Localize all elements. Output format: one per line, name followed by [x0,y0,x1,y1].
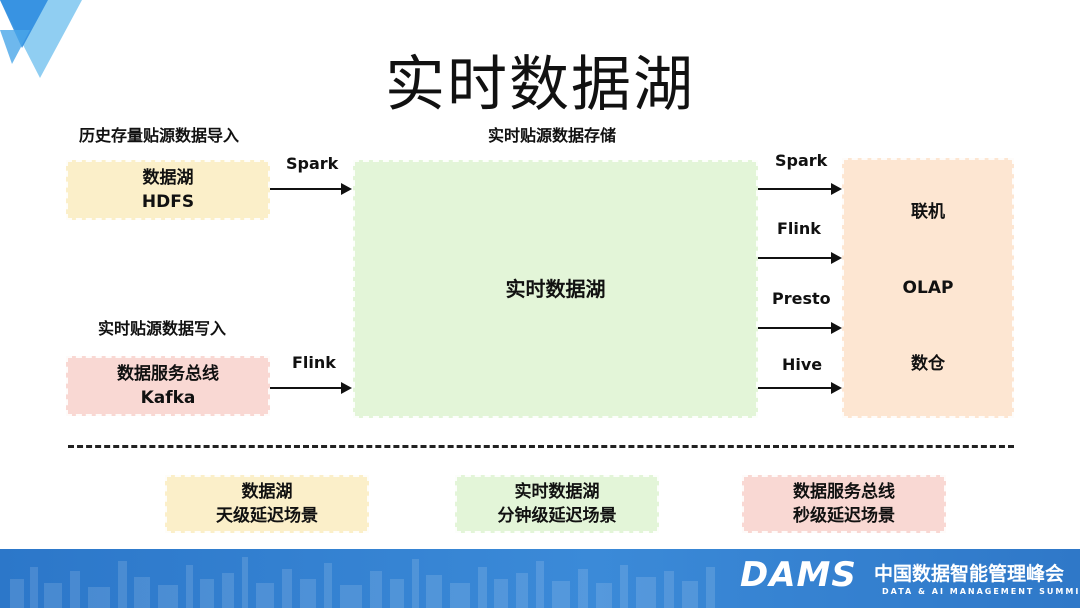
dams-logo: DAMS [740,555,857,595]
kafka-box-line2: Kafka [140,388,196,408]
edge-label-flink-in: Flink [292,353,336,372]
legend-realtime-box: 实时数据湖 分钟级延迟场景 [455,475,659,533]
arrow-out-presto [758,322,842,334]
arrow-out-flink [758,252,842,264]
legend-lake-box: 数据湖 天级延迟场景 [165,475,369,533]
hdfs-box-line1: 数据湖 [142,168,194,188]
edge-label-hive-out: Hive [782,355,823,374]
hdfs-source-box: 数据湖 HDFS [66,160,270,220]
target-warehouse-label: 数仓 [911,354,945,374]
realtime-lake-box: 实时数据湖 [353,160,758,418]
kafka-box-line1: 数据服务总线 [117,364,219,384]
legend-lake-line1: 数据湖 [241,482,293,502]
city-skyline-icon [10,557,715,608]
legend-bus-line1: 数据服务总线 [793,482,895,502]
legend-bus-line2: 秒级延迟场景 [793,506,895,526]
legend-realtime-line2: 分钟级延迟场景 [497,506,617,526]
legend-bus-box: 数据服务总线 秒级延迟场景 [742,475,946,533]
dashed-separator [68,445,1014,448]
target-olap-label: OLAP [902,278,954,298]
history-import-label: 历史存量贴源数据导入 [79,126,240,145]
arrow-out-hive [758,382,842,394]
page-title: 实时数据湖 [385,50,695,120]
arrow-out-spark [758,183,842,195]
edge-label-spark-out: Spark [775,151,828,170]
kafka-source-box: 数据服务总线 Kafka [66,356,270,416]
legend-realtime-line1: 实时数据湖 [514,482,600,502]
target-systems-box: 联机 OLAP 数仓 [842,158,1014,418]
edge-label-presto-out: Presto [772,289,831,308]
edge-label-flink-out: Flink [777,219,821,238]
target-online-label: 联机 [911,202,945,222]
summit-subtitle: DATA & AI MANAGEMENT SUMMIT [882,587,1080,596]
realtime-storage-label: 实时贴源数据存储 [488,126,617,145]
arrow-hdfs-to-lake [270,183,352,195]
summit-name: 中国数据智能管理峰会 [874,563,1065,585]
realtime-lake-label: 实时数据湖 [505,277,606,301]
hdfs-box-line2: HDFS [141,192,195,212]
realtime-write-label: 实时贴源数据写入 [98,319,227,338]
legend-lake-line2: 天级延迟场景 [216,506,318,526]
footer-banner: DAMS 中国数据智能管理峰会 DATA & AI MANAGEMENT SUM… [0,549,1080,608]
arrow-kafka-to-lake [270,382,352,394]
corner-logo-icon [0,0,82,78]
edge-label-spark-in: Spark [286,154,339,173]
